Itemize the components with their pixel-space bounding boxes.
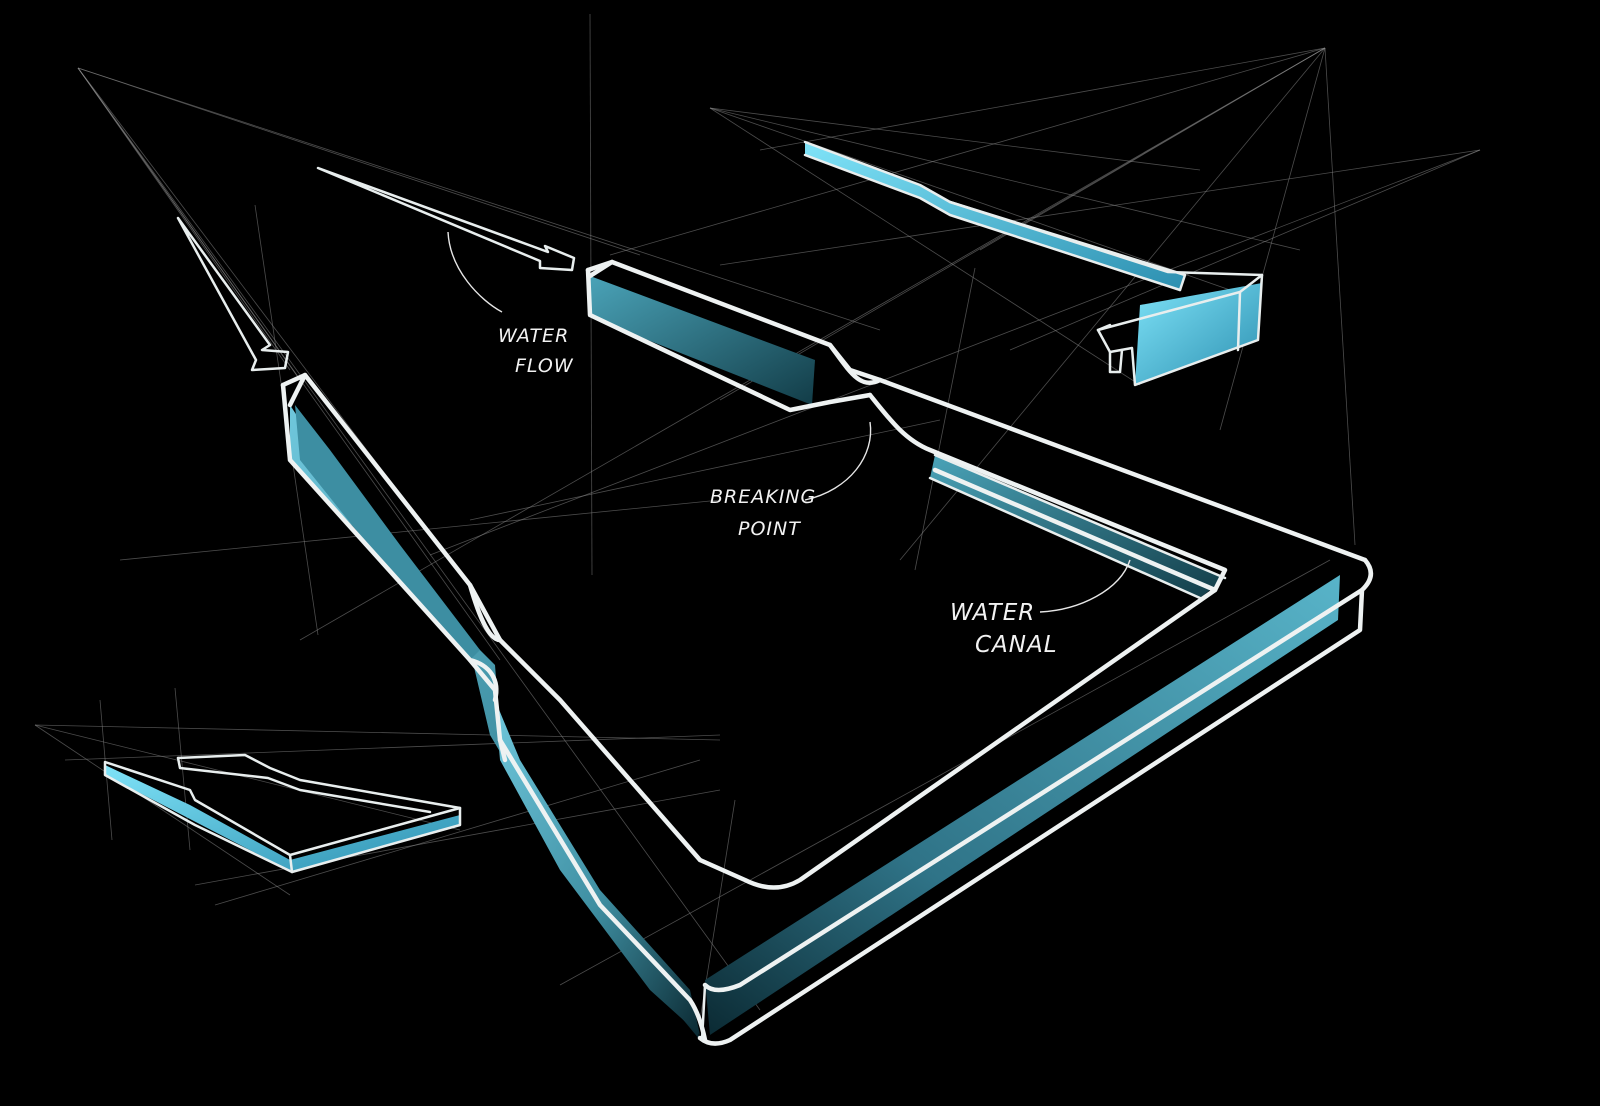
top-segment-water-face bbox=[590, 276, 815, 405]
annotation-leaders bbox=[447, 231, 1131, 613]
label-water-flow-line1: WATER bbox=[498, 325, 569, 347]
perspective-guides bbox=[34, 13, 1481, 1021]
label-water-canal-line1: WATER bbox=[950, 600, 1035, 626]
water-flow-arrows bbox=[176, 166, 576, 372]
label-breaking-point-line2: POINT bbox=[738, 518, 801, 540]
label-breaking-point-line1: BREAKING bbox=[710, 486, 816, 508]
label-water-canal-line2: CANAL bbox=[975, 632, 1058, 658]
main-frame-sketch bbox=[280, 259, 1373, 1046]
label-water-flow-line2: FLOW bbox=[515, 355, 574, 377]
detail-view-bottom-left bbox=[103, 753, 462, 874]
detail-view-top-right bbox=[803, 140, 1264, 387]
